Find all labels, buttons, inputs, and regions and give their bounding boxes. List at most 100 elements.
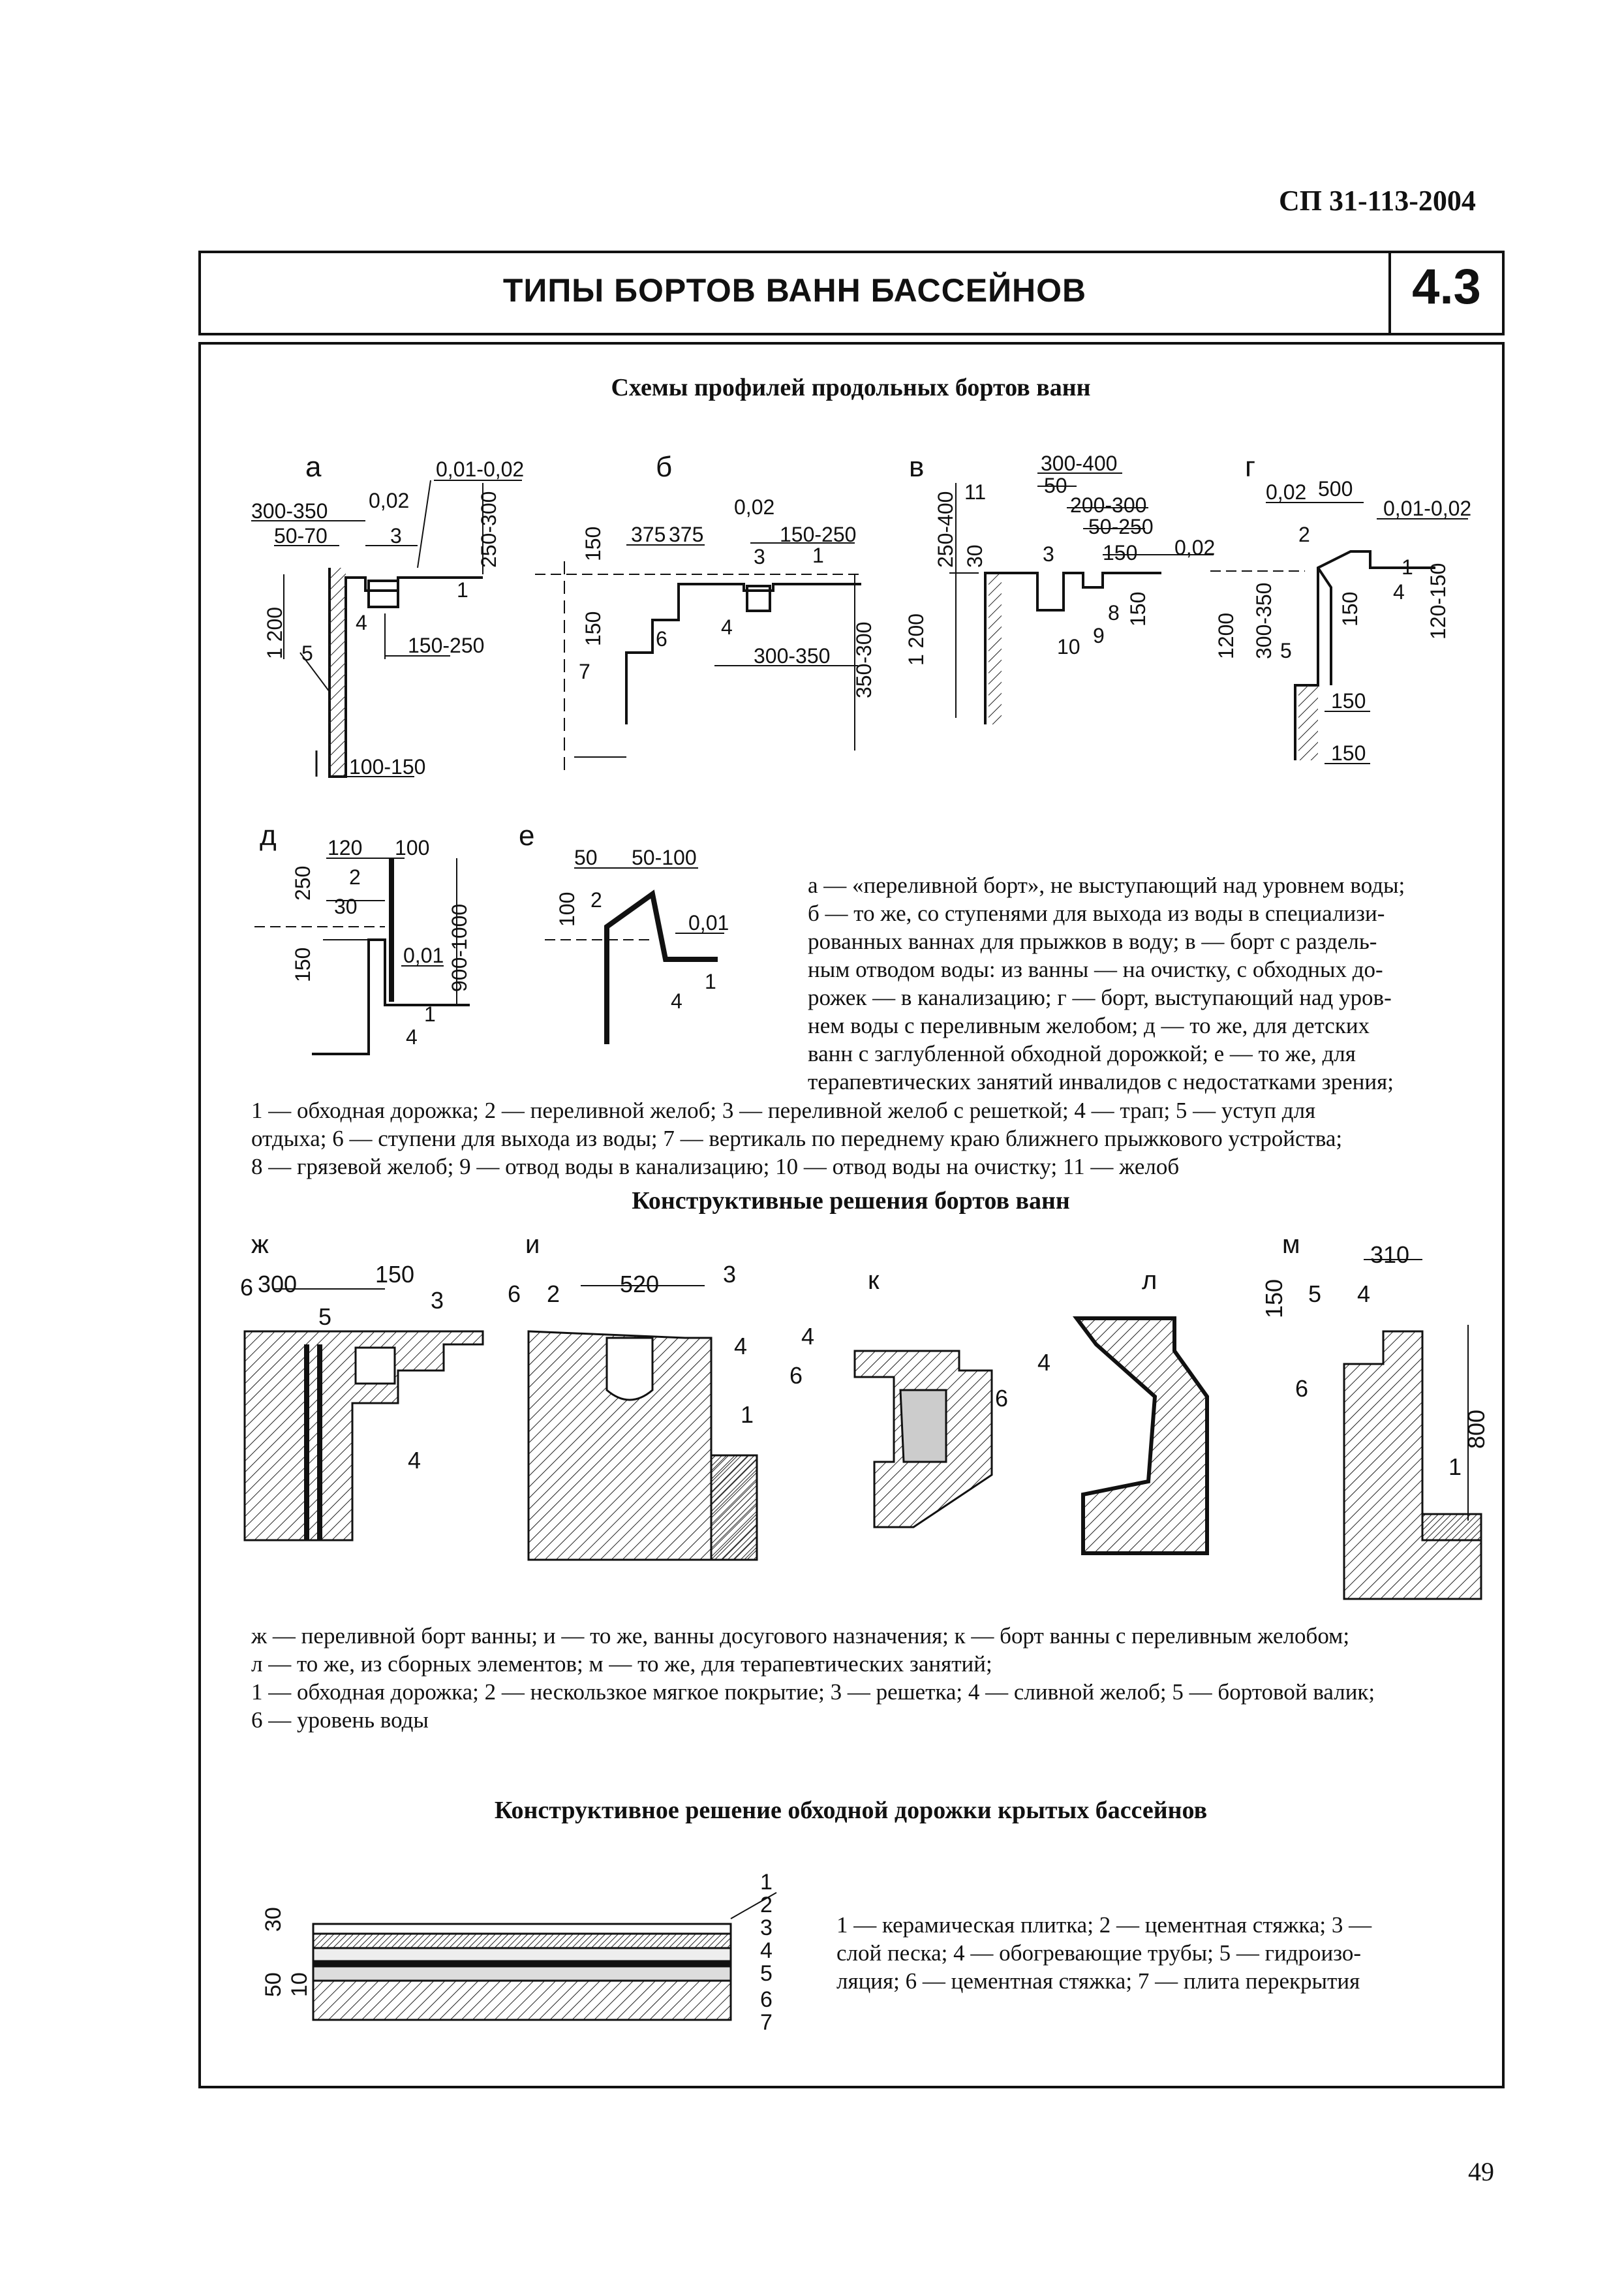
svg-text:120: 120 bbox=[328, 836, 362, 860]
svg-text:11: 11 bbox=[964, 480, 986, 504]
svg-text:150: 150 bbox=[581, 527, 605, 561]
svg-text:2: 2 bbox=[547, 1280, 560, 1307]
svg-text:6: 6 bbox=[995, 1385, 1008, 1412]
section2-caption: ж — переливной борт ванны; и — то же, ва… bbox=[251, 1623, 1375, 1733]
figure-g: г 0,02 500 0,01-0,02 1200 300-350 150 12… bbox=[1210, 451, 1471, 765]
svg-text:4: 4 bbox=[734, 1333, 747, 1359]
svg-text:250: 250 bbox=[291, 866, 314, 901]
svg-text:100: 100 bbox=[395, 836, 429, 860]
svg-text:50-70: 50-70 bbox=[274, 524, 328, 548]
figure-v-letter: в bbox=[909, 451, 924, 483]
svg-text:900-1000: 900-1000 bbox=[448, 904, 471, 992]
svg-text:4: 4 bbox=[721, 615, 733, 639]
svg-text:150: 150 bbox=[1126, 592, 1150, 627]
svg-text:4: 4 bbox=[1037, 1349, 1050, 1376]
svg-text:1 200: 1 200 bbox=[263, 607, 286, 659]
svg-text:5: 5 bbox=[318, 1303, 331, 1330]
svg-text:0,02: 0,02 bbox=[1266, 480, 1306, 504]
figure-a: а 0,01-0,02 300-350 0,02 50-70 250-300 1… bbox=[251, 451, 524, 779]
svg-text:50: 50 bbox=[1044, 474, 1067, 497]
svg-text:10: 10 bbox=[1057, 635, 1080, 658]
svg-text:5: 5 bbox=[1280, 639, 1292, 662]
svg-text:4: 4 bbox=[801, 1323, 814, 1350]
svg-text:300-350: 300-350 bbox=[754, 644, 830, 668]
svg-text:30: 30 bbox=[261, 1907, 286, 1932]
svg-text:120-150: 120-150 bbox=[1426, 563, 1450, 640]
svg-text:3: 3 bbox=[754, 545, 765, 568]
svg-text:4: 4 bbox=[406, 1025, 418, 1049]
figure-l-letter: л bbox=[1142, 1266, 1157, 1295]
svg-text:100-150: 100-150 bbox=[349, 755, 425, 779]
svg-text:4: 4 bbox=[671, 989, 682, 1013]
svg-text:4: 4 bbox=[760, 1938, 773, 1963]
svg-text:1: 1 bbox=[741, 1401, 754, 1428]
svg-text:3: 3 bbox=[723, 1261, 736, 1288]
svg-text:2: 2 bbox=[590, 888, 602, 912]
svg-text:800: 800 bbox=[1463, 1410, 1490, 1449]
svg-text:250-300: 250-300 bbox=[477, 491, 500, 568]
figure-g-letter: г bbox=[1245, 451, 1255, 483]
svg-text:0,01: 0,01 bbox=[688, 911, 729, 935]
figure-m-letter: м bbox=[1282, 1230, 1300, 1259]
svg-text:6: 6 bbox=[789, 1362, 803, 1389]
svg-text:150: 150 bbox=[291, 948, 314, 982]
main-frame bbox=[198, 342, 1505, 2088]
svg-text:250-400: 250-400 bbox=[934, 491, 957, 568]
svg-text:300-350: 300-350 bbox=[251, 499, 328, 523]
svg-text:150: 150 bbox=[1338, 592, 1362, 627]
svg-text:10: 10 bbox=[287, 1972, 312, 1997]
svg-text:1 200: 1 200 bbox=[904, 613, 928, 666]
page-number: 49 bbox=[1468, 2157, 1494, 2186]
svg-text:5: 5 bbox=[301, 642, 313, 665]
svg-text:5: 5 bbox=[1308, 1280, 1321, 1307]
figure-d-letter: д bbox=[260, 820, 277, 852]
svg-text:0,01-0,02: 0,01-0,02 bbox=[1383, 497, 1471, 520]
svg-text:150: 150 bbox=[1331, 741, 1366, 765]
svg-text:6: 6 bbox=[656, 627, 667, 651]
figure-a-letter: а bbox=[305, 451, 322, 483]
svg-text:5: 5 bbox=[760, 1961, 773, 1986]
svg-text:3: 3 bbox=[1043, 542, 1054, 566]
svg-text:2: 2 bbox=[760, 1893, 773, 1917]
page-title: ТИПЫ БОРТОВ ВАНН БАССЕЙНОВ bbox=[502, 272, 1087, 309]
svg-text:300-350: 300-350 bbox=[1252, 583, 1276, 659]
svg-text:520: 520 bbox=[620, 1271, 659, 1297]
svg-text:3: 3 bbox=[390, 524, 402, 548]
svg-text:310: 310 bbox=[1370, 1241, 1409, 1268]
svg-text:1: 1 bbox=[705, 970, 716, 993]
svg-text:4: 4 bbox=[356, 611, 367, 634]
svg-text:0,02: 0,02 bbox=[1174, 536, 1215, 559]
svg-text:6: 6 bbox=[240, 1274, 253, 1301]
svg-text:300: 300 bbox=[258, 1271, 297, 1297]
figure-e-letter: е bbox=[519, 820, 534, 852]
figure-l: л 4 6 bbox=[995, 1266, 1209, 1555]
svg-text:6: 6 bbox=[760, 1987, 773, 2012]
figure-i: и 520 1 2 3 4 6 bbox=[508, 1230, 758, 1561]
svg-text:2: 2 bbox=[1298, 523, 1310, 546]
svg-text:150: 150 bbox=[1331, 689, 1366, 713]
svg-text:9: 9 bbox=[1093, 624, 1105, 647]
svg-text:375: 375 bbox=[631, 523, 666, 546]
figure-zh-letter: ж bbox=[251, 1230, 269, 1259]
svg-text:0,01: 0,01 bbox=[403, 944, 444, 967]
figure-b: б 0,02 375 375 150-250 150 150 300-350 3… bbox=[535, 451, 876, 770]
svg-text:200-300: 200-300 bbox=[1070, 493, 1146, 517]
svg-text:50: 50 bbox=[574, 846, 598, 869]
svg-text:7: 7 bbox=[760, 2010, 773, 2035]
title-block: ТИПЫ БОРТОВ ВАНН БАССЕЙНОВ 4.3 bbox=[198, 251, 1505, 335]
svg-text:150-250: 150-250 bbox=[408, 634, 484, 657]
floor-section-figure: 30 50 10 1 2 3 4 5 6 7 bbox=[261, 1870, 777, 2035]
figure-b-letter: б bbox=[656, 451, 672, 483]
svg-text:150: 150 bbox=[581, 612, 605, 646]
svg-text:6: 6 bbox=[1295, 1375, 1308, 1402]
figure-zh: ж 300 150 3 4 5 6 bbox=[240, 1230, 484, 1541]
svg-text:0,01-0,02: 0,01-0,02 bbox=[436, 457, 524, 481]
svg-text:350-300: 350-300 bbox=[852, 622, 876, 698]
svg-text:6: 6 bbox=[508, 1280, 521, 1307]
svg-text:500: 500 bbox=[1318, 477, 1353, 501]
figure-k: к 4 6 bbox=[789, 1266, 993, 1528]
svg-text:4: 4 bbox=[408, 1447, 421, 1474]
svg-text:4: 4 bbox=[1357, 1280, 1370, 1307]
svg-text:8: 8 bbox=[1108, 601, 1120, 625]
